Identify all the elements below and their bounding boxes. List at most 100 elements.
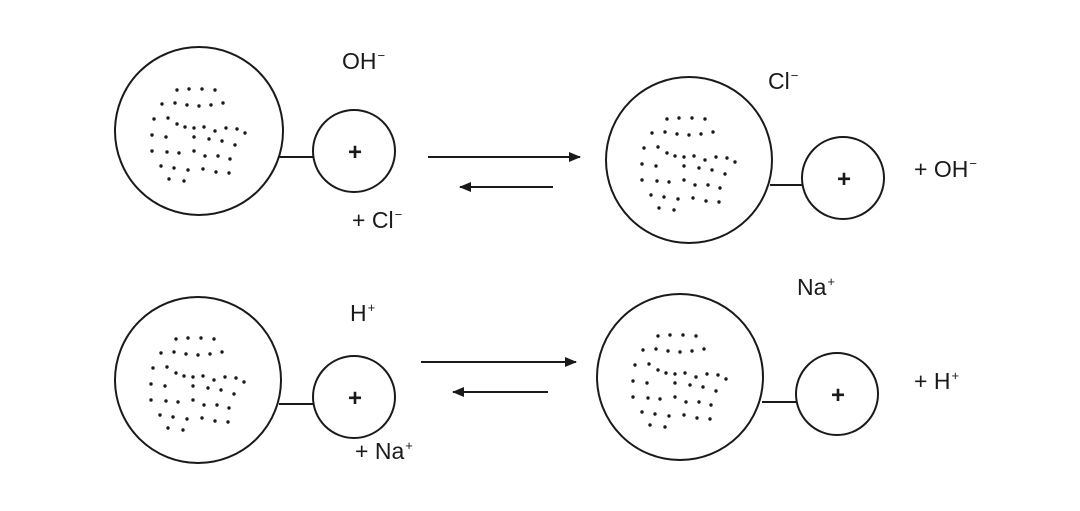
pore-dot <box>673 154 677 158</box>
pore-dot <box>693 183 697 187</box>
pore-dot <box>164 399 168 403</box>
pore-dot <box>710 168 714 172</box>
pore-dot <box>682 178 686 182</box>
pore-dot <box>690 116 694 120</box>
pore-dot <box>665 117 669 121</box>
pore-dot <box>733 160 737 164</box>
pore-dot <box>649 193 653 197</box>
pore-dot <box>724 377 728 381</box>
pore-dot <box>233 143 237 147</box>
pore-dot <box>163 384 167 388</box>
pore-dot <box>654 164 658 168</box>
pore-dot <box>725 156 729 160</box>
resin-bead-right-1 <box>605 76 773 244</box>
pore-dot <box>677 116 681 120</box>
pore-dot <box>181 428 185 432</box>
pore-dot <box>666 349 670 353</box>
pore-dot <box>691 196 695 200</box>
pore-dot <box>173 101 177 105</box>
pore-dot <box>631 395 635 399</box>
pore-dot <box>717 200 721 204</box>
pore-dot <box>714 155 718 159</box>
pore-dot <box>165 150 169 154</box>
resin-bead-circle <box>114 296 282 464</box>
pore-dot <box>160 102 164 106</box>
pore-dot <box>227 171 231 175</box>
pore-dot <box>215 403 219 407</box>
resin-bead-left-2 <box>114 296 282 464</box>
pore-dot <box>227 406 231 410</box>
pore-dot <box>187 87 191 91</box>
site-sign: + <box>348 139 362 166</box>
pore-dot <box>175 122 179 126</box>
pore-dot <box>682 155 686 159</box>
pore-dot <box>706 183 710 187</box>
pore-dot <box>683 371 687 375</box>
pore-dot <box>166 426 170 430</box>
pore-dot <box>201 374 205 378</box>
pore-dot <box>228 157 232 161</box>
pore-dot <box>171 415 175 419</box>
resin-bead-right-2 <box>596 293 764 461</box>
pore-dot <box>200 87 204 91</box>
pore-dot <box>185 103 189 107</box>
pore-dot <box>681 333 685 337</box>
pore-dot <box>665 151 669 155</box>
pore-dot <box>213 419 217 423</box>
pore-dot <box>641 348 645 352</box>
pore-dot <box>642 146 646 150</box>
pore-dot <box>232 392 236 396</box>
pore-dot <box>688 383 692 387</box>
pore-dot <box>646 396 650 400</box>
pore-dot <box>176 400 180 404</box>
pore-dot <box>226 420 230 424</box>
pore-dot <box>716 373 720 377</box>
pore-dot <box>640 162 644 166</box>
pore-dot <box>656 368 660 372</box>
pore-dot <box>694 375 698 379</box>
exchange-row-cation: + + <box>114 293 879 464</box>
pore-dot <box>664 371 668 375</box>
pore-dot <box>221 101 225 105</box>
pore-dot <box>214 170 218 174</box>
pore-dot <box>694 334 698 338</box>
pore-dot <box>648 423 652 427</box>
pore-dot <box>202 403 206 407</box>
pore-dot <box>703 158 707 162</box>
pore-dot <box>684 400 688 404</box>
resin-bead-circle <box>596 293 764 461</box>
pore-dot <box>191 375 195 379</box>
pore-dot <box>663 130 667 134</box>
pore-dot <box>172 166 176 170</box>
pore-dot <box>704 199 708 203</box>
pore-dot <box>182 374 186 378</box>
pore-dot <box>633 363 637 367</box>
pore-dot <box>640 178 644 182</box>
pore-dot <box>692 154 696 158</box>
pore-dot <box>690 349 694 353</box>
pore-dot <box>185 417 189 421</box>
pore-dot <box>653 412 657 416</box>
pore-dot <box>699 132 703 136</box>
pore-dot <box>165 365 169 369</box>
pore-dot <box>235 127 239 131</box>
pore-dot <box>213 129 217 133</box>
pore-dot <box>658 397 662 401</box>
pore-dot <box>186 168 190 172</box>
pore-dot <box>723 172 727 176</box>
exchange-row-anion: + + <box>114 46 885 244</box>
resin-bead-left-1 <box>114 46 284 216</box>
pore-dot <box>220 139 224 143</box>
pore-dot <box>192 135 196 139</box>
pore-dot <box>175 88 179 92</box>
pore-dot <box>182 179 186 183</box>
pore-dot <box>675 132 679 136</box>
pore-dot <box>714 389 718 393</box>
pore-dot <box>164 135 168 139</box>
pore-dot <box>682 164 686 168</box>
pore-dot <box>705 372 709 376</box>
pore-dot <box>668 333 672 337</box>
pore-dot <box>196 353 200 357</box>
site-sign: + <box>348 385 362 412</box>
